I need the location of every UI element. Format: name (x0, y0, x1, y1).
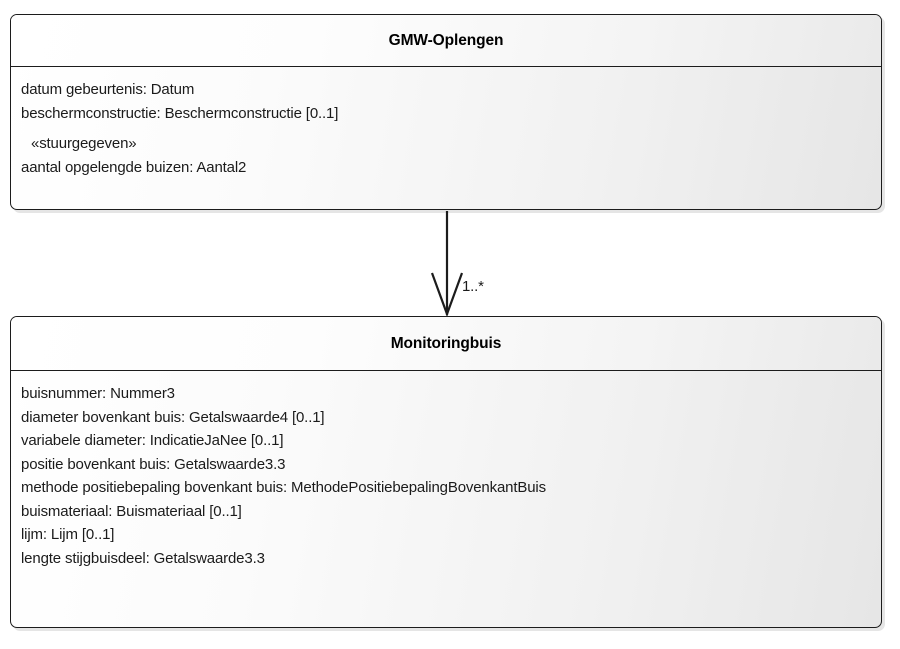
uml-attribute: buisnummer: Nummer3 (21, 385, 175, 402)
uml-attribute: buismateriaal: Buismateriaal [0..1] (21, 502, 242, 520)
uml-attribute: methode positiebepaling bovenkant buis: … (21, 479, 546, 496)
uml-class-name-gmw-oplengen: GMW-Oplengen (11, 15, 881, 67)
uml-attribute: diameter bovenkant buis: Getalswaarde4 [… (21, 408, 325, 426)
uml-attribute-list-gmw-oplengen: datum gebeurtenis: Datum beschermconstru… (11, 67, 881, 187)
uml-stereotype: «stuurgegeven» (31, 135, 137, 152)
uml-attribute: beschermconstructie: Beschermconstructie… (21, 104, 339, 122)
uml-attribute: datum gebeurtenis: Datum (21, 81, 195, 98)
uml-attribute: lijm: Lijm [0..1] (21, 526, 115, 543)
uml-attribute-list-monitoringbuis: buisnummer: Nummer3 diameter bovenkant b… (11, 371, 881, 578)
uml-class-monitoringbuis[interactable]: Monitoringbuis buisnummer: Nummer3 diame… (10, 316, 882, 628)
uml-attribute: lengte stijgbuisdeel: Getalswaarde3.3 (21, 549, 265, 567)
uml-class-name-monitoringbuis: Monitoringbuis (11, 317, 881, 371)
uml-attribute: aantal opgelengde buizen: Aantal2 (21, 158, 247, 176)
association-multiplicity-label: 1..* (462, 278, 484, 295)
uml-attribute: positie bovenkant buis: Getalswaarde3.3 (21, 455, 286, 473)
uml-class-gmw-oplengen[interactable]: GMW-Oplengen datum gebeurtenis: Datum be… (10, 14, 882, 210)
association-arrowhead-icon (430, 272, 464, 318)
uml-attribute: variabele diameter: IndicatieJaNee [0..1… (21, 432, 284, 449)
